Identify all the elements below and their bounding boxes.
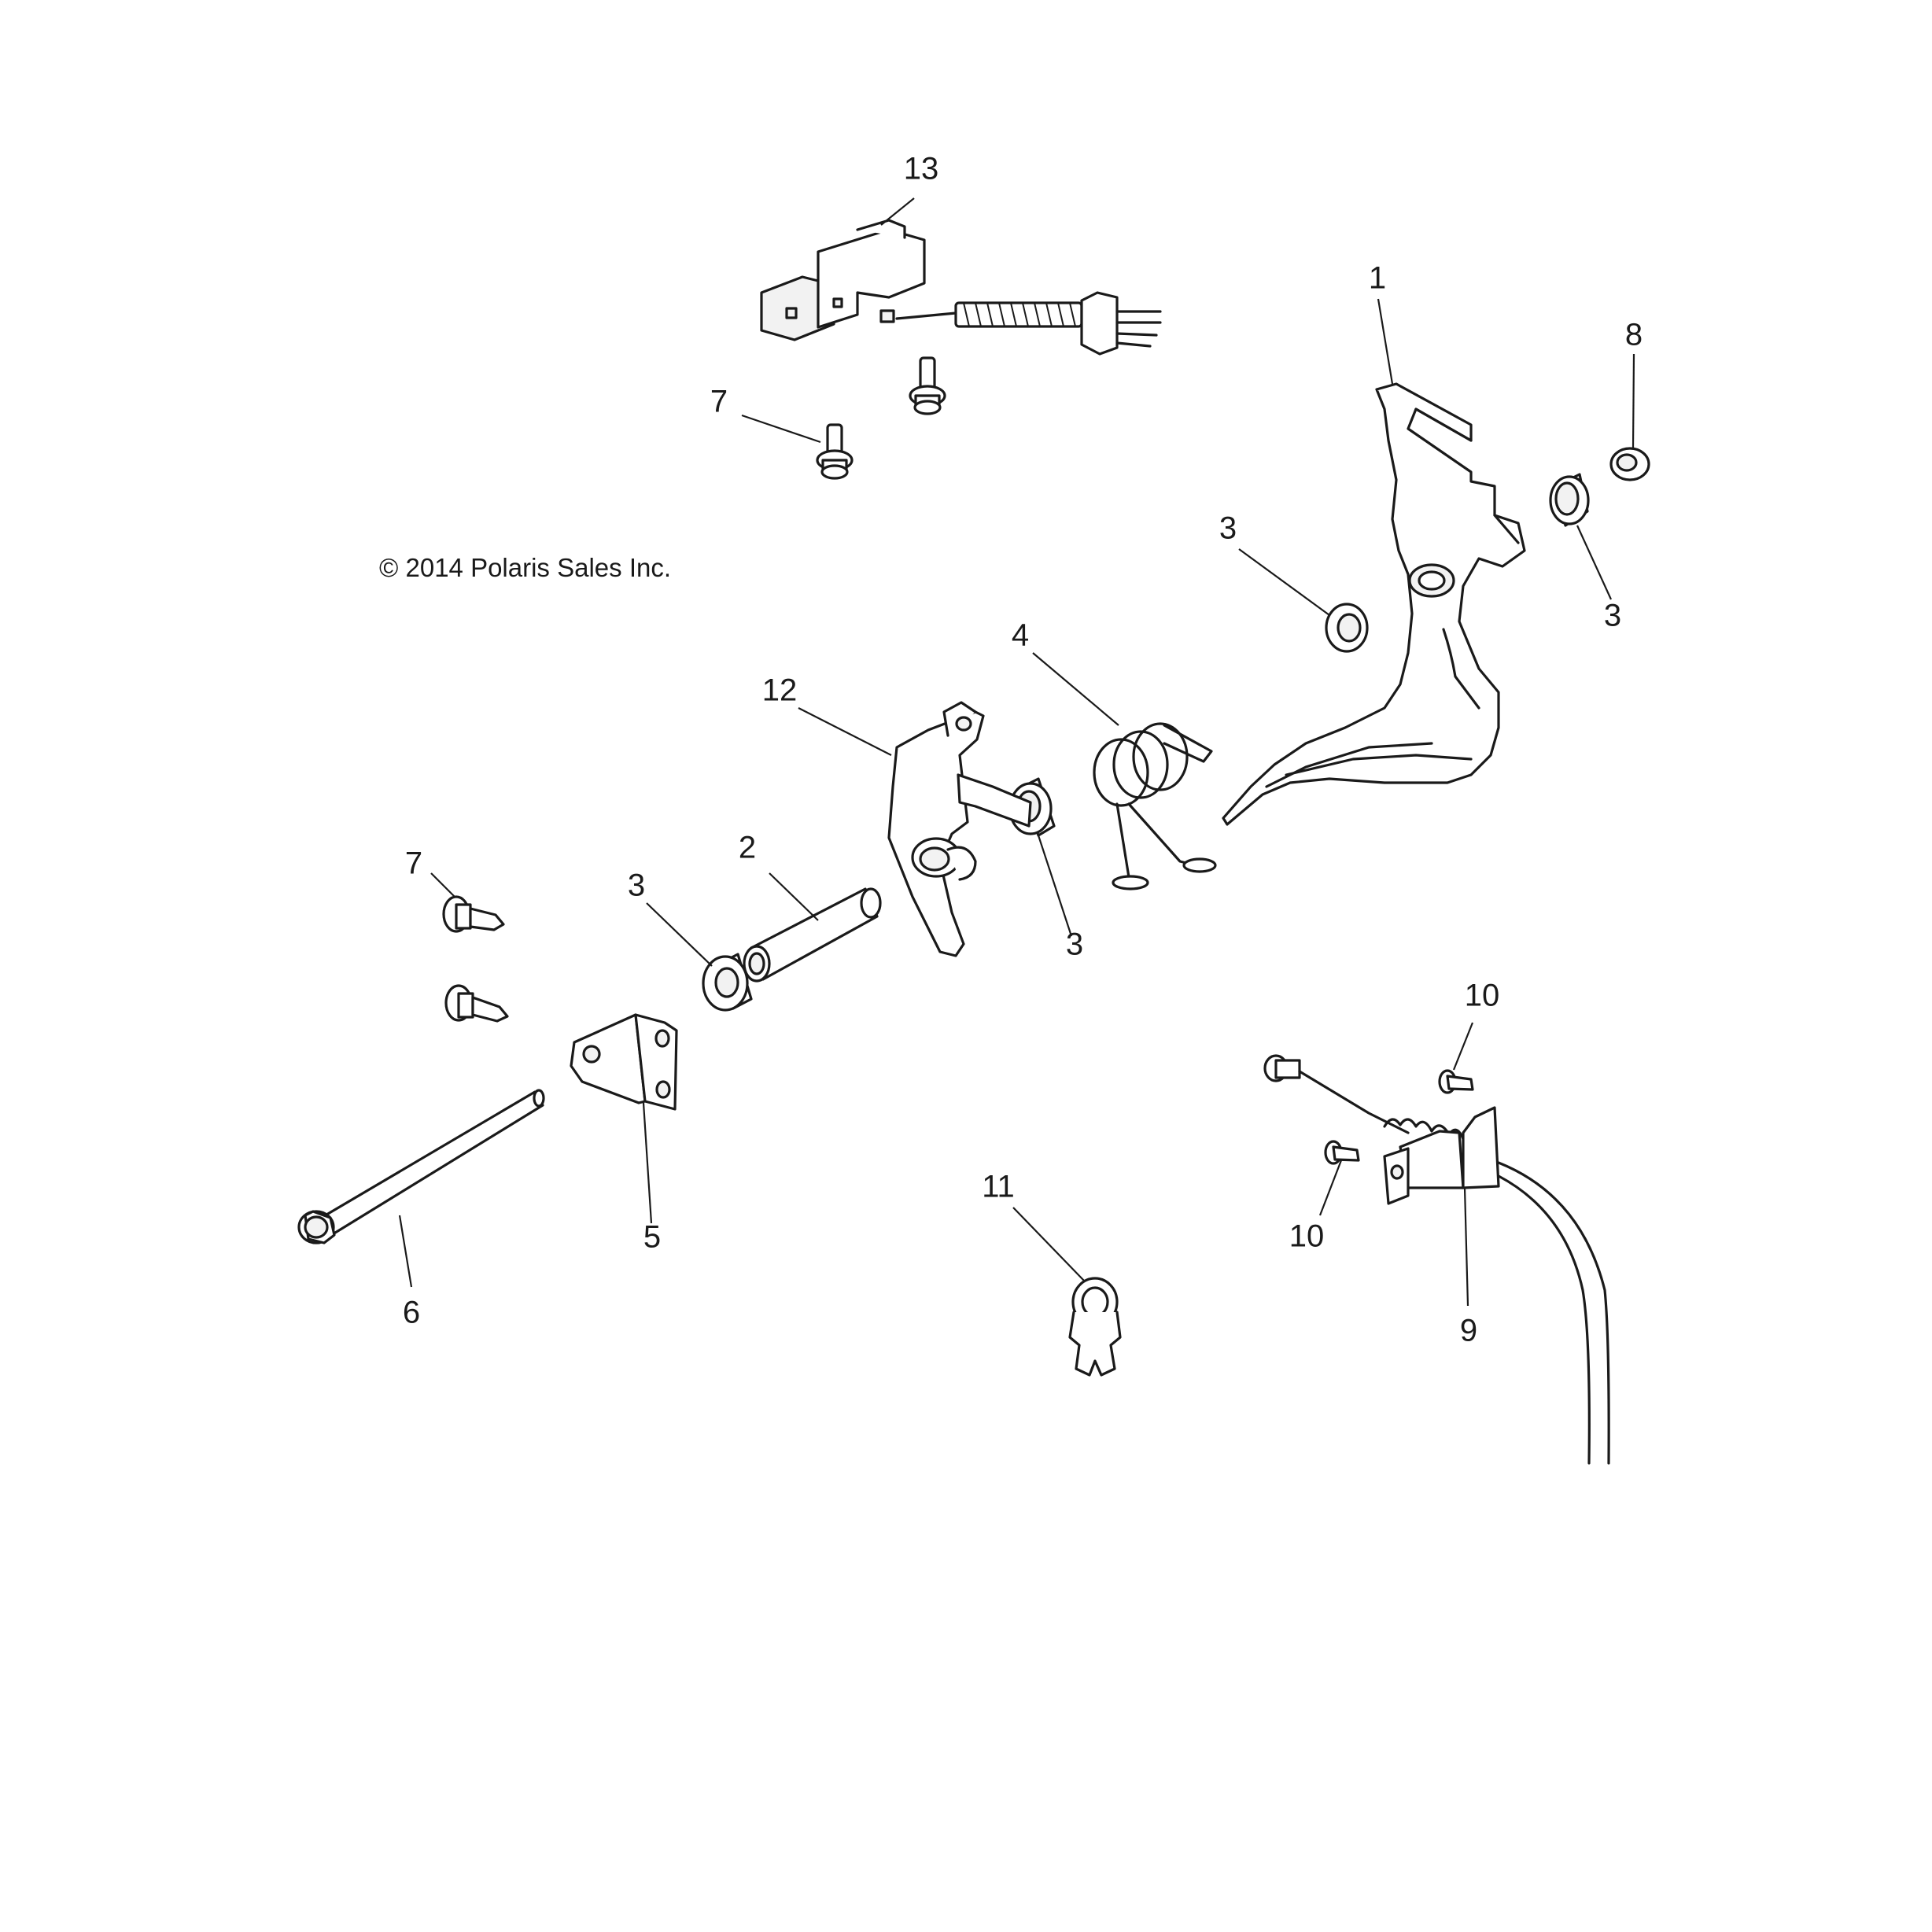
part-4-spring — [1093, 722, 1217, 890]
callout-9: 9 — [1460, 1314, 1477, 1348]
callout-5: 5 — [643, 1220, 661, 1255]
part-9-cable-assembly — [1263, 1054, 1610, 1465]
part-7-screw-left-lower — [444, 984, 509, 1023]
part-10-pin-lower — [1324, 1140, 1360, 1165]
part-1-brake-pedal — [1222, 382, 1526, 826]
part-6-long-bolt — [297, 1089, 545, 1244]
leader-lines — [398, 197, 1635, 1307]
part-7-screw-top-left — [816, 423, 854, 480]
callout-6: 6 — [403, 1296, 420, 1330]
callout-8: 8 — [1625, 318, 1643, 352]
callout-4: 4 — [1012, 618, 1029, 653]
part-12-lever-bracket — [887, 701, 1032, 957]
callout-11: 11 — [982, 1170, 1015, 1204]
callout-labels: 13 1 8 7 3 3 4 12 2 7 3 3 10 10 11 9 5 6 — [403, 152, 1643, 1348]
part-8-nut — [1609, 447, 1650, 481]
part-5-mounting-bracket — [570, 1013, 678, 1111]
copyright-text: © 2014 Polaris Sales Inc. — [379, 553, 671, 582]
part-2-pivot-tube — [743, 887, 882, 983]
callout-7-left: 7 — [405, 846, 422, 881]
part-3-bushing-upper — [1325, 603, 1369, 653]
part-7-screw-top-right — [909, 356, 946, 415]
callout-10-lower: 10 — [1289, 1219, 1325, 1254]
callout-2: 2 — [739, 831, 756, 865]
callout-1: 1 — [1369, 261, 1386, 296]
part-13-switch-assembly — [760, 219, 1162, 356]
callout-13: 13 — [904, 152, 939, 186]
callout-10-upper: 10 — [1465, 979, 1500, 1013]
callout-3-left: 3 — [628, 868, 645, 903]
callout-3-upper: 3 — [1219, 511, 1237, 546]
callout-12: 12 — [762, 673, 798, 708]
part-11-clip — [1068, 1277, 1122, 1377]
part-3-bushing-left — [702, 953, 753, 1012]
callout-7-top: 7 — [710, 385, 728, 419]
callout-3-right: 3 — [1604, 599, 1621, 633]
part-3-bushing-right — [1549, 473, 1590, 527]
part-10-pin-upper — [1438, 1069, 1474, 1094]
callout-3-middle: 3 — [1066, 927, 1083, 962]
part-7-screw-left-upper — [442, 895, 505, 933]
